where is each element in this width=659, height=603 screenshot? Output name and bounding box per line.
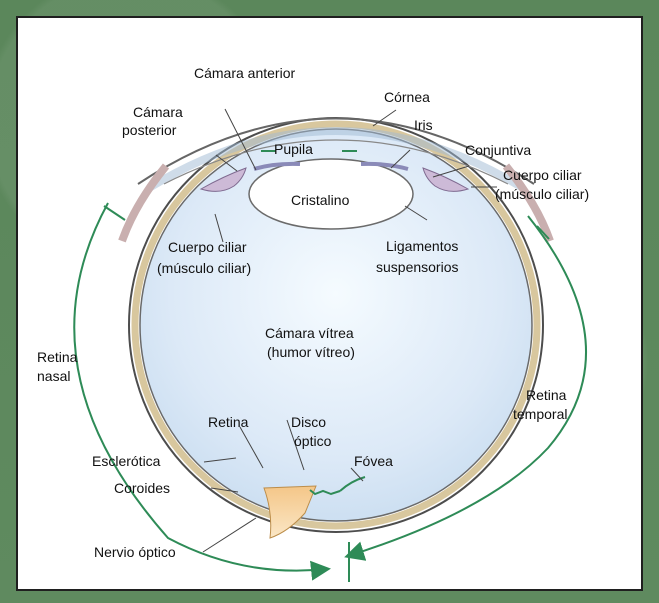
leader-nervio-optico (203, 518, 256, 552)
label-camara-anterior: Cámara anterior (194, 65, 295, 81)
label-iris: Iris (414, 117, 433, 133)
label-cuerpo-ciliar-right-2: (músculo ciliar) (495, 186, 589, 202)
label-cornea: Córnea (384, 89, 430, 105)
label-camara-vitrea-1: Cámara vítrea (265, 325, 354, 341)
label-retina: Retina (208, 414, 249, 430)
label-esclerotica: Esclerótica (92, 453, 161, 469)
label-conjuntiva: Conjuntiva (465, 142, 531, 158)
label-pupila: Pupila (274, 141, 313, 157)
eye-diagram: Cámara anterior Córnea Cámara posterior … (18, 18, 645, 593)
label-coroides: Coroides (114, 480, 170, 496)
label-nervio-optico: Nervio óptico (94, 544, 176, 560)
label-cristalino: Cristalino (291, 192, 350, 208)
label-retina-nasal-2: nasal (37, 368, 70, 384)
label-fovea: Fóvea (354, 453, 393, 469)
label-camara-vitrea-2: (humor vítreo) (267, 344, 355, 360)
label-cuerpo-ciliar-left-1: Cuerpo ciliar (168, 239, 247, 255)
label-camara-posterior-1: Cámara (133, 104, 183, 120)
label-camara-posterior-2: posterior (122, 122, 177, 138)
nasal-tick (104, 206, 125, 220)
label-disco-optico-1: Disco (291, 414, 326, 430)
label-retina-nasal-1: Retina (37, 349, 78, 365)
label-ligamentos-2: suspensorios (376, 259, 459, 275)
label-ligamentos-1: Ligamentos (386, 238, 458, 254)
label-disco-optico-2: óptico (294, 433, 332, 449)
label-retina-temporal-1: Retina (526, 387, 567, 403)
label-cuerpo-ciliar-right-1: Cuerpo ciliar (503, 167, 582, 183)
label-cuerpo-ciliar-left-2: (músculo ciliar) (157, 260, 251, 276)
label-retina-temporal-2: temporal (513, 406, 567, 422)
diagram-panel: Cámara anterior Córnea Cámara posterior … (16, 16, 643, 591)
